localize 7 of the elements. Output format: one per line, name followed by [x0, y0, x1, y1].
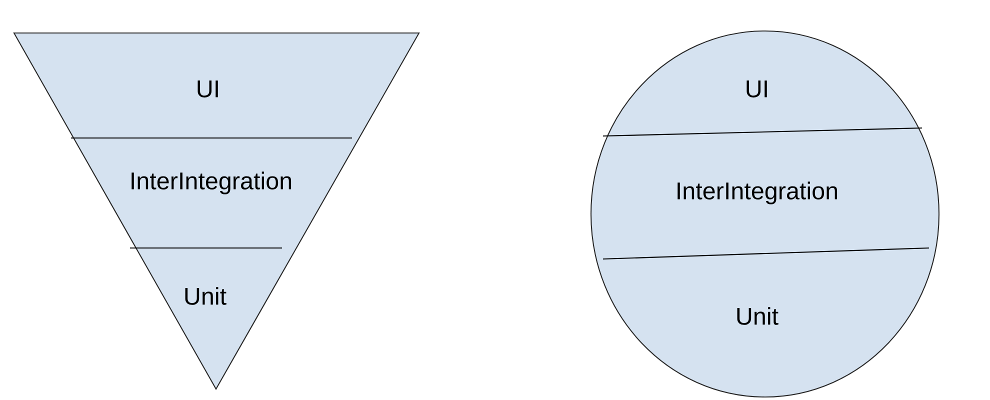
layer-label: UI [746, 80, 767, 98]
layer-label: Unit [185, 287, 226, 305]
layer-label: Unit [737, 307, 778, 325]
ellipse [590, 30, 940, 398]
layer-label: InterIntegration [678, 182, 838, 204]
layer-label: InterIntegration [132, 172, 292, 194]
layer-label: UI [198, 80, 218, 98]
